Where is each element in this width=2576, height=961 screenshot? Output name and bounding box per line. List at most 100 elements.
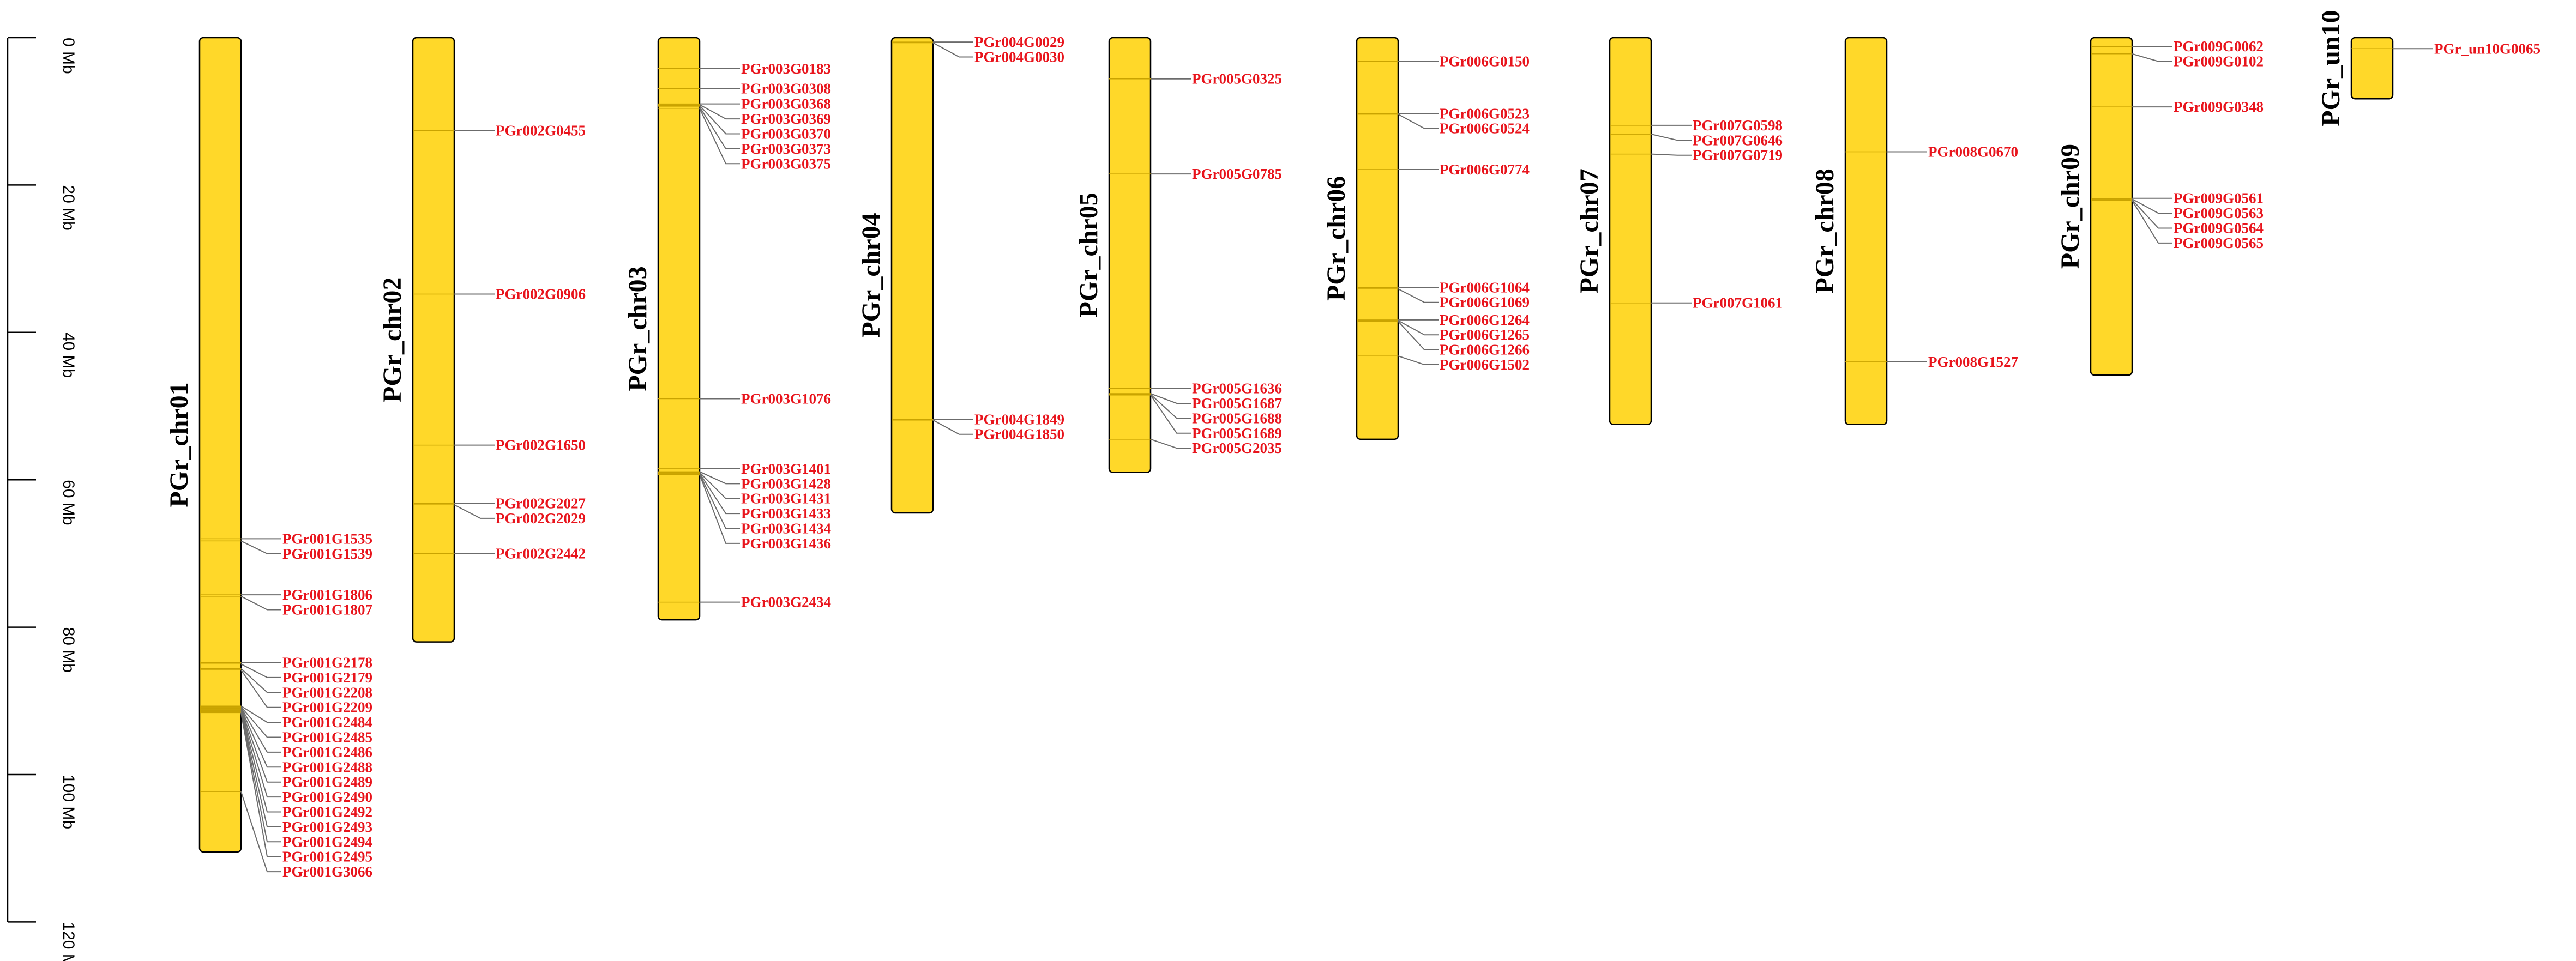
- gene-leader-line: [1398, 355, 1439, 366]
- gene-label: PGr001G2485: [282, 729, 372, 745]
- gene-leader-line: [699, 472, 740, 499]
- gene-leader-line: [1150, 438, 1191, 449]
- chromosome-label: PGr_chr04: [857, 213, 886, 337]
- gene-label: PGr001G2208: [282, 684, 372, 700]
- gene-label: PGr001G2179: [282, 669, 372, 686]
- gene-label: PGr004G1850: [974, 426, 1064, 443]
- gene-leader-line: [240, 705, 281, 723]
- gene-label: PGr003G0183: [741, 61, 831, 77]
- gene-leader-line: [932, 42, 973, 58]
- gene-label: PGr005G1687: [1192, 395, 1282, 412]
- chromosome-label: PGr_chr06: [1322, 176, 1351, 301]
- chromosome-pgr-chr05: PGr_chr05PGr005G0325PGr005G0785PGr005G16…: [1074, 37, 1282, 473]
- gene-leader-line: [1150, 394, 1191, 419]
- gene-label: PGr008G0670: [1928, 144, 2018, 160]
- chromosome-bar: [890, 37, 934, 514]
- gene-leader-line: [240, 663, 281, 678]
- axis-tick-label: 0 Mb: [59, 38, 77, 74]
- gene-leader-line: [240, 707, 281, 753]
- axis-tick-label: 60 Mb: [59, 480, 77, 525]
- gene-label: PGr006G1064: [1440, 279, 1530, 295]
- chromosome-label: PGr_chr08: [1810, 168, 1839, 293]
- axis-tick-label: 40 Mb: [59, 333, 77, 378]
- gene-label: PGr007G1061: [1693, 295, 1783, 311]
- chromosome-bar: [1108, 37, 1152, 473]
- chromosome-pgr-chr03: PGr_chr03PGr003G0183PGr003G0308PGr003G03…: [623, 37, 831, 621]
- axis-tick-label: 120 Mb: [59, 922, 77, 961]
- gene-label: PGr004G1849: [974, 411, 1064, 427]
- gene-leader-line: [240, 709, 281, 783]
- gene-label: PGr001G2495: [282, 849, 372, 865]
- chromosome-bar: [198, 37, 242, 853]
- chromosome-bar: [2090, 37, 2133, 376]
- gene-label: PGr001G2486: [282, 744, 372, 760]
- gene-label: PGr006G1265: [1440, 327, 1530, 343]
- gene-leader-line: [699, 108, 740, 165]
- gene-leader-line: [240, 668, 281, 693]
- gene-leader-line: [699, 473, 740, 515]
- gene-label: PGr003G2434: [741, 594, 831, 611]
- gene-leader-line: [699, 106, 740, 149]
- gene-label: PGr001G2493: [282, 819, 372, 835]
- gene-label: PGr009G0564: [2174, 220, 2264, 237]
- gene-leader-line: [240, 708, 281, 768]
- gene-leader-line: [240, 711, 281, 827]
- gene-label: PGr009G0563: [2174, 205, 2264, 221]
- gene-label: PGr001G2178: [282, 654, 372, 670]
- gene-label: PGr001G2490: [282, 789, 372, 805]
- gene-leader-line: [240, 711, 281, 843]
- gene-label: PGr003G1431: [741, 491, 831, 507]
- chromosome-label: PGr_chr05: [1074, 192, 1103, 317]
- gene-label: PGr003G0369: [741, 111, 831, 127]
- gene-leader-line: [240, 595, 281, 611]
- chromosome-pgr-chr04: PGr_chr04PGr004G0029PGr004G0030PGr004G18…: [857, 34, 1064, 514]
- gene-label: PGr003G0373: [741, 141, 831, 157]
- gene-label: PGr005G1689: [1192, 425, 1282, 442]
- gene-label: PGr003G1428: [741, 475, 831, 492]
- gene-label: PGr007G0646: [1693, 132, 1783, 148]
- gene-label: PGr009G0561: [2174, 190, 2264, 207]
- gene-label: PGr003G1436: [741, 535, 831, 552]
- gene-label: PGr007G0598: [1693, 117, 1783, 134]
- gene-leader-line: [240, 710, 281, 813]
- gene-label: PGr009G0062: [2174, 38, 2264, 55]
- gene-leader-line: [240, 709, 281, 798]
- gene-label: PGr003G0375: [741, 155, 831, 172]
- gene-label: PGr005G0785: [1192, 166, 1282, 182]
- gene-label: PGr003G0368: [741, 96, 831, 112]
- chromosome-bar: [1844, 37, 1888, 426]
- gene-label: PGr005G1688: [1192, 410, 1282, 426]
- chromosome-label: PGr_chr03: [623, 266, 652, 391]
- gene-leader-line: [1651, 134, 1692, 141]
- gene-label: PGr003G0308: [741, 80, 831, 96]
- gene-leader-line: [699, 474, 740, 544]
- gene-label: PGr006G0150: [1440, 53, 1530, 69]
- chromosome-bar: [412, 37, 455, 643]
- gene-label: PGr_un10G0065: [2434, 40, 2541, 57]
- chromosomes: PGr_chr01PGr001G1535PGr001G1539PGr001G18…: [165, 10, 2541, 880]
- gene-label: PGr008G1527: [1928, 354, 2018, 370]
- gene-leader-line: [932, 419, 973, 435]
- gene-label: PGr006G1069: [1440, 294, 1530, 311]
- gene-leader-line: [1398, 321, 1439, 350]
- gene-label: PGr009G0102: [2174, 53, 2264, 70]
- gene-leader-line: [1150, 395, 1191, 434]
- chromosome-bar: [657, 37, 701, 621]
- gene-label: PGr006G1266: [1440, 342, 1530, 358]
- chromosome-pgr-chr07: PGr_chr07PGr007G0598PGr007G0646PGr007G07…: [1575, 37, 1783, 426]
- gene-label: PGr001G2209: [282, 699, 372, 716]
- gene-label: PGr001G1807: [282, 602, 372, 618]
- chromosome-label: PGr_chr01: [165, 382, 194, 507]
- gene-label: PGr003G1076: [741, 390, 831, 407]
- axis-tick-label: 80 Mb: [59, 627, 77, 673]
- gene-leader-line: [1398, 320, 1439, 336]
- gene-label: PGr009G0565: [2174, 235, 2264, 251]
- gene-leader-line: [2132, 199, 2172, 229]
- gene-label: PGr002G0906: [496, 286, 586, 302]
- gene-label: PGr001G2494: [282, 833, 372, 850]
- gene-label: PGr001G1806: [282, 587, 372, 603]
- gene-label: PGr001G2484: [282, 714, 372, 730]
- gene-leader-line: [240, 712, 281, 857]
